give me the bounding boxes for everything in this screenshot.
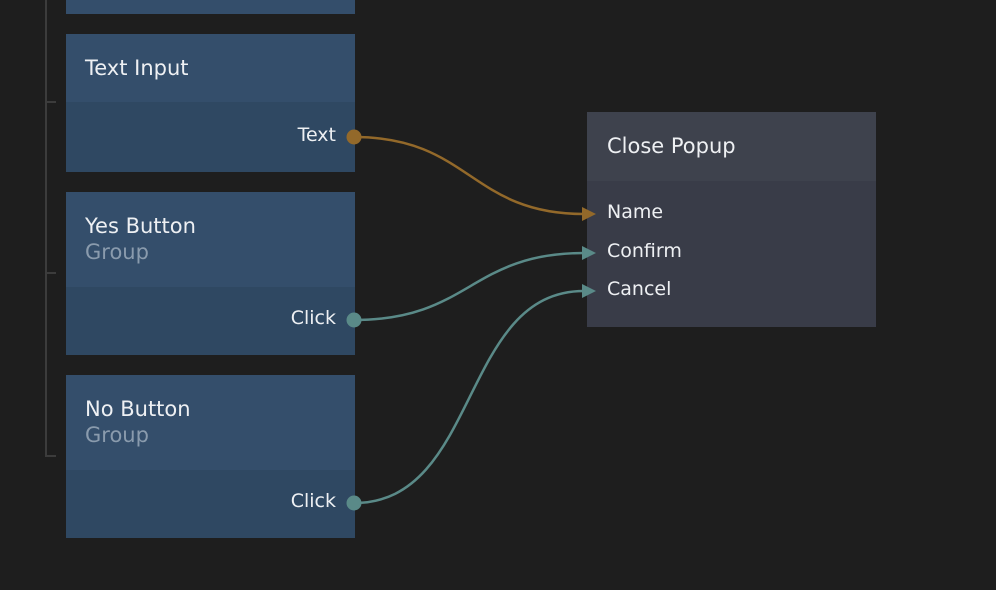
port-dot-text[interactable] <box>346 129 362 145</box>
node-partial-top[interactable] <box>66 0 355 14</box>
input-port-confirm[interactable]: Confirm <box>607 240 682 262</box>
hierarchy-tick <box>45 272 56 274</box>
arrow-icon <box>582 246 596 260</box>
node-subtitle: Group <box>85 240 149 264</box>
node-text-input[interactable]: Text Input Text <box>66 34 355 172</box>
hierarchy-tick <box>45 101 56 103</box>
node-title: Text Input <box>85 56 189 80</box>
output-port-text[interactable]: Text <box>297 124 336 146</box>
node-yes-button[interactable]: Yes Button Group Click <box>66 192 355 355</box>
node-title: Yes Button <box>85 214 196 238</box>
node-no-button[interactable]: No Button Group Click <box>66 375 355 538</box>
input-port-cancel[interactable]: Cancel <box>607 278 672 300</box>
connection-text-name[interactable] <box>353 135 585 216</box>
node-title: No Button <box>85 397 191 421</box>
connection-no-cancel[interactable] <box>353 289 585 505</box>
port-dot-click[interactable] <box>346 495 362 511</box>
input-port-name[interactable]: Name <box>607 201 664 223</box>
node-title: Close Popup <box>607 134 736 158</box>
node-close-popup[interactable]: Close Popup Name Confirm Cancel <box>587 112 876 327</box>
arrow-icon <box>582 207 596 221</box>
node-subtitle: Group <box>85 423 149 447</box>
connection-yes-confirm[interactable] <box>353 251 585 322</box>
output-port-click[interactable]: Click <box>290 490 336 512</box>
output-port-click[interactable]: Click <box>290 307 336 329</box>
hierarchy-tick <box>45 455 56 457</box>
arrow-icon <box>582 284 596 298</box>
port-dot-click[interactable] <box>346 312 362 328</box>
hierarchy-line <box>45 0 47 457</box>
